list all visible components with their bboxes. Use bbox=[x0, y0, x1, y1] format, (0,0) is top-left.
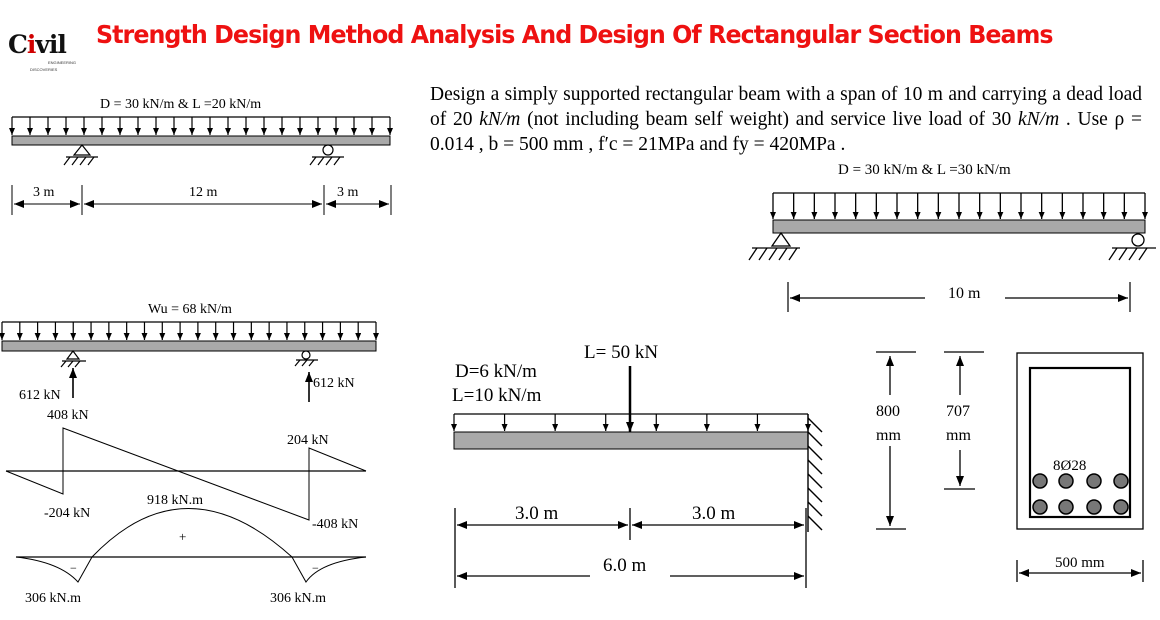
moment-neg-value: 306 kN.m bbox=[270, 591, 326, 606]
depth-unit: mm bbox=[946, 427, 971, 444]
effective-depth: 707 bbox=[946, 403, 970, 420]
civil-logo: Civil ENGINEERING DISCOVERIES bbox=[8, 30, 77, 72]
shear-value: -408 kN bbox=[312, 517, 358, 532]
load-label-2: D = 30 kN/m & L =30 kN/m bbox=[838, 162, 1011, 178]
moment-max: 918 kN.m bbox=[147, 493, 203, 508]
span-label: 10 m bbox=[948, 285, 981, 302]
dimension-lines-4 bbox=[454, 508, 807, 588]
reaction-arrows bbox=[69, 368, 313, 402]
beam-3 bbox=[1, 340, 377, 352]
height-unit: mm bbox=[876, 427, 901, 444]
shear-curve bbox=[5, 427, 367, 521]
dim-label: 3.0 m bbox=[515, 503, 559, 524]
height-dimension bbox=[876, 351, 984, 530]
dim-label: 3 m bbox=[33, 185, 55, 200]
bar-label: 8Ø28 bbox=[1053, 458, 1086, 474]
moment-positive bbox=[91, 508, 293, 558]
distributed-load-arrows bbox=[0, 321, 379, 340]
problem-statement: Design a simply supported rectangular be… bbox=[430, 84, 1143, 155]
reaction-left: 612 kN bbox=[19, 388, 61, 403]
total-height: 800 bbox=[876, 403, 900, 420]
shear-value: -204 kN bbox=[44, 506, 90, 521]
live-load-label: L=10 kN/m bbox=[452, 385, 542, 406]
section-width: 500 mm bbox=[1055, 555, 1105, 571]
dim-label: 3.0 m bbox=[692, 503, 736, 524]
dim-label: 12 m bbox=[189, 185, 218, 200]
load-label-1: D = 30 kN/m & L =20 kN/m bbox=[100, 97, 261, 112]
reinforcement-bars bbox=[1032, 473, 1129, 515]
dimension-lines-1 bbox=[11, 185, 392, 215]
distributed-load-arrows bbox=[9, 116, 393, 135]
fixed-support bbox=[807, 414, 823, 532]
cross-section-diagram: 800 mm 707 mm 8Ø28 500 mm bbox=[876, 351, 1144, 582]
dim-label: 3 m bbox=[337, 185, 359, 200]
moment-neg-left bbox=[15, 556, 93, 583]
roller-support-1 bbox=[309, 144, 344, 166]
cantilever-diagram: D=6 kN/m L=10 kN/m L= 50 kN bbox=[451, 342, 823, 588]
pin-support-1 bbox=[63, 144, 98, 166]
moment-sign: + bbox=[179, 529, 186, 544]
page-title: Strength Design Method Analysis And Desi… bbox=[96, 20, 1054, 49]
shear-moment-diagram: Wu = 68 kN/m 612 kN 612 kN 408 kN 204 kN bbox=[0, 302, 379, 606]
simple-beam-diagram: D = 30 kN/m & L =30 kN/m 10 m bbox=[748, 162, 1156, 312]
roller-support-2 bbox=[1108, 233, 1156, 261]
pin-support-2 bbox=[748, 231, 800, 261]
distributed-load-arrows bbox=[770, 192, 1148, 219]
supports-3 bbox=[60, 350, 318, 368]
moment-neg-value: 306 kN.m bbox=[25, 591, 81, 606]
reaction-right: 612 kN bbox=[313, 376, 355, 391]
beam-1 bbox=[11, 135, 391, 146]
moment-neg-right bbox=[291, 556, 367, 583]
shear-value: 204 kN bbox=[287, 433, 329, 448]
overhang-beam-diagram: D = 30 kN/m & L =20 kN/m bbox=[9, 97, 393, 215]
shear-value: 408 kN bbox=[47, 408, 89, 423]
width-dimension bbox=[1016, 560, 1144, 582]
moment-sign: − bbox=[312, 561, 319, 575]
beam-4 bbox=[453, 431, 809, 450]
moment-sign: − bbox=[70, 561, 77, 575]
factored-load-label: Wu = 68 kN/m bbox=[148, 302, 232, 317]
dimension-lines-2 bbox=[787, 282, 1131, 312]
stirrup bbox=[1028, 366, 1132, 519]
point-load-label: L= 50 kN bbox=[584, 342, 658, 363]
dim-label: 6.0 m bbox=[603, 555, 647, 576]
beam-2 bbox=[772, 219, 1146, 234]
dead-load-label: D=6 kN/m bbox=[455, 361, 537, 382]
